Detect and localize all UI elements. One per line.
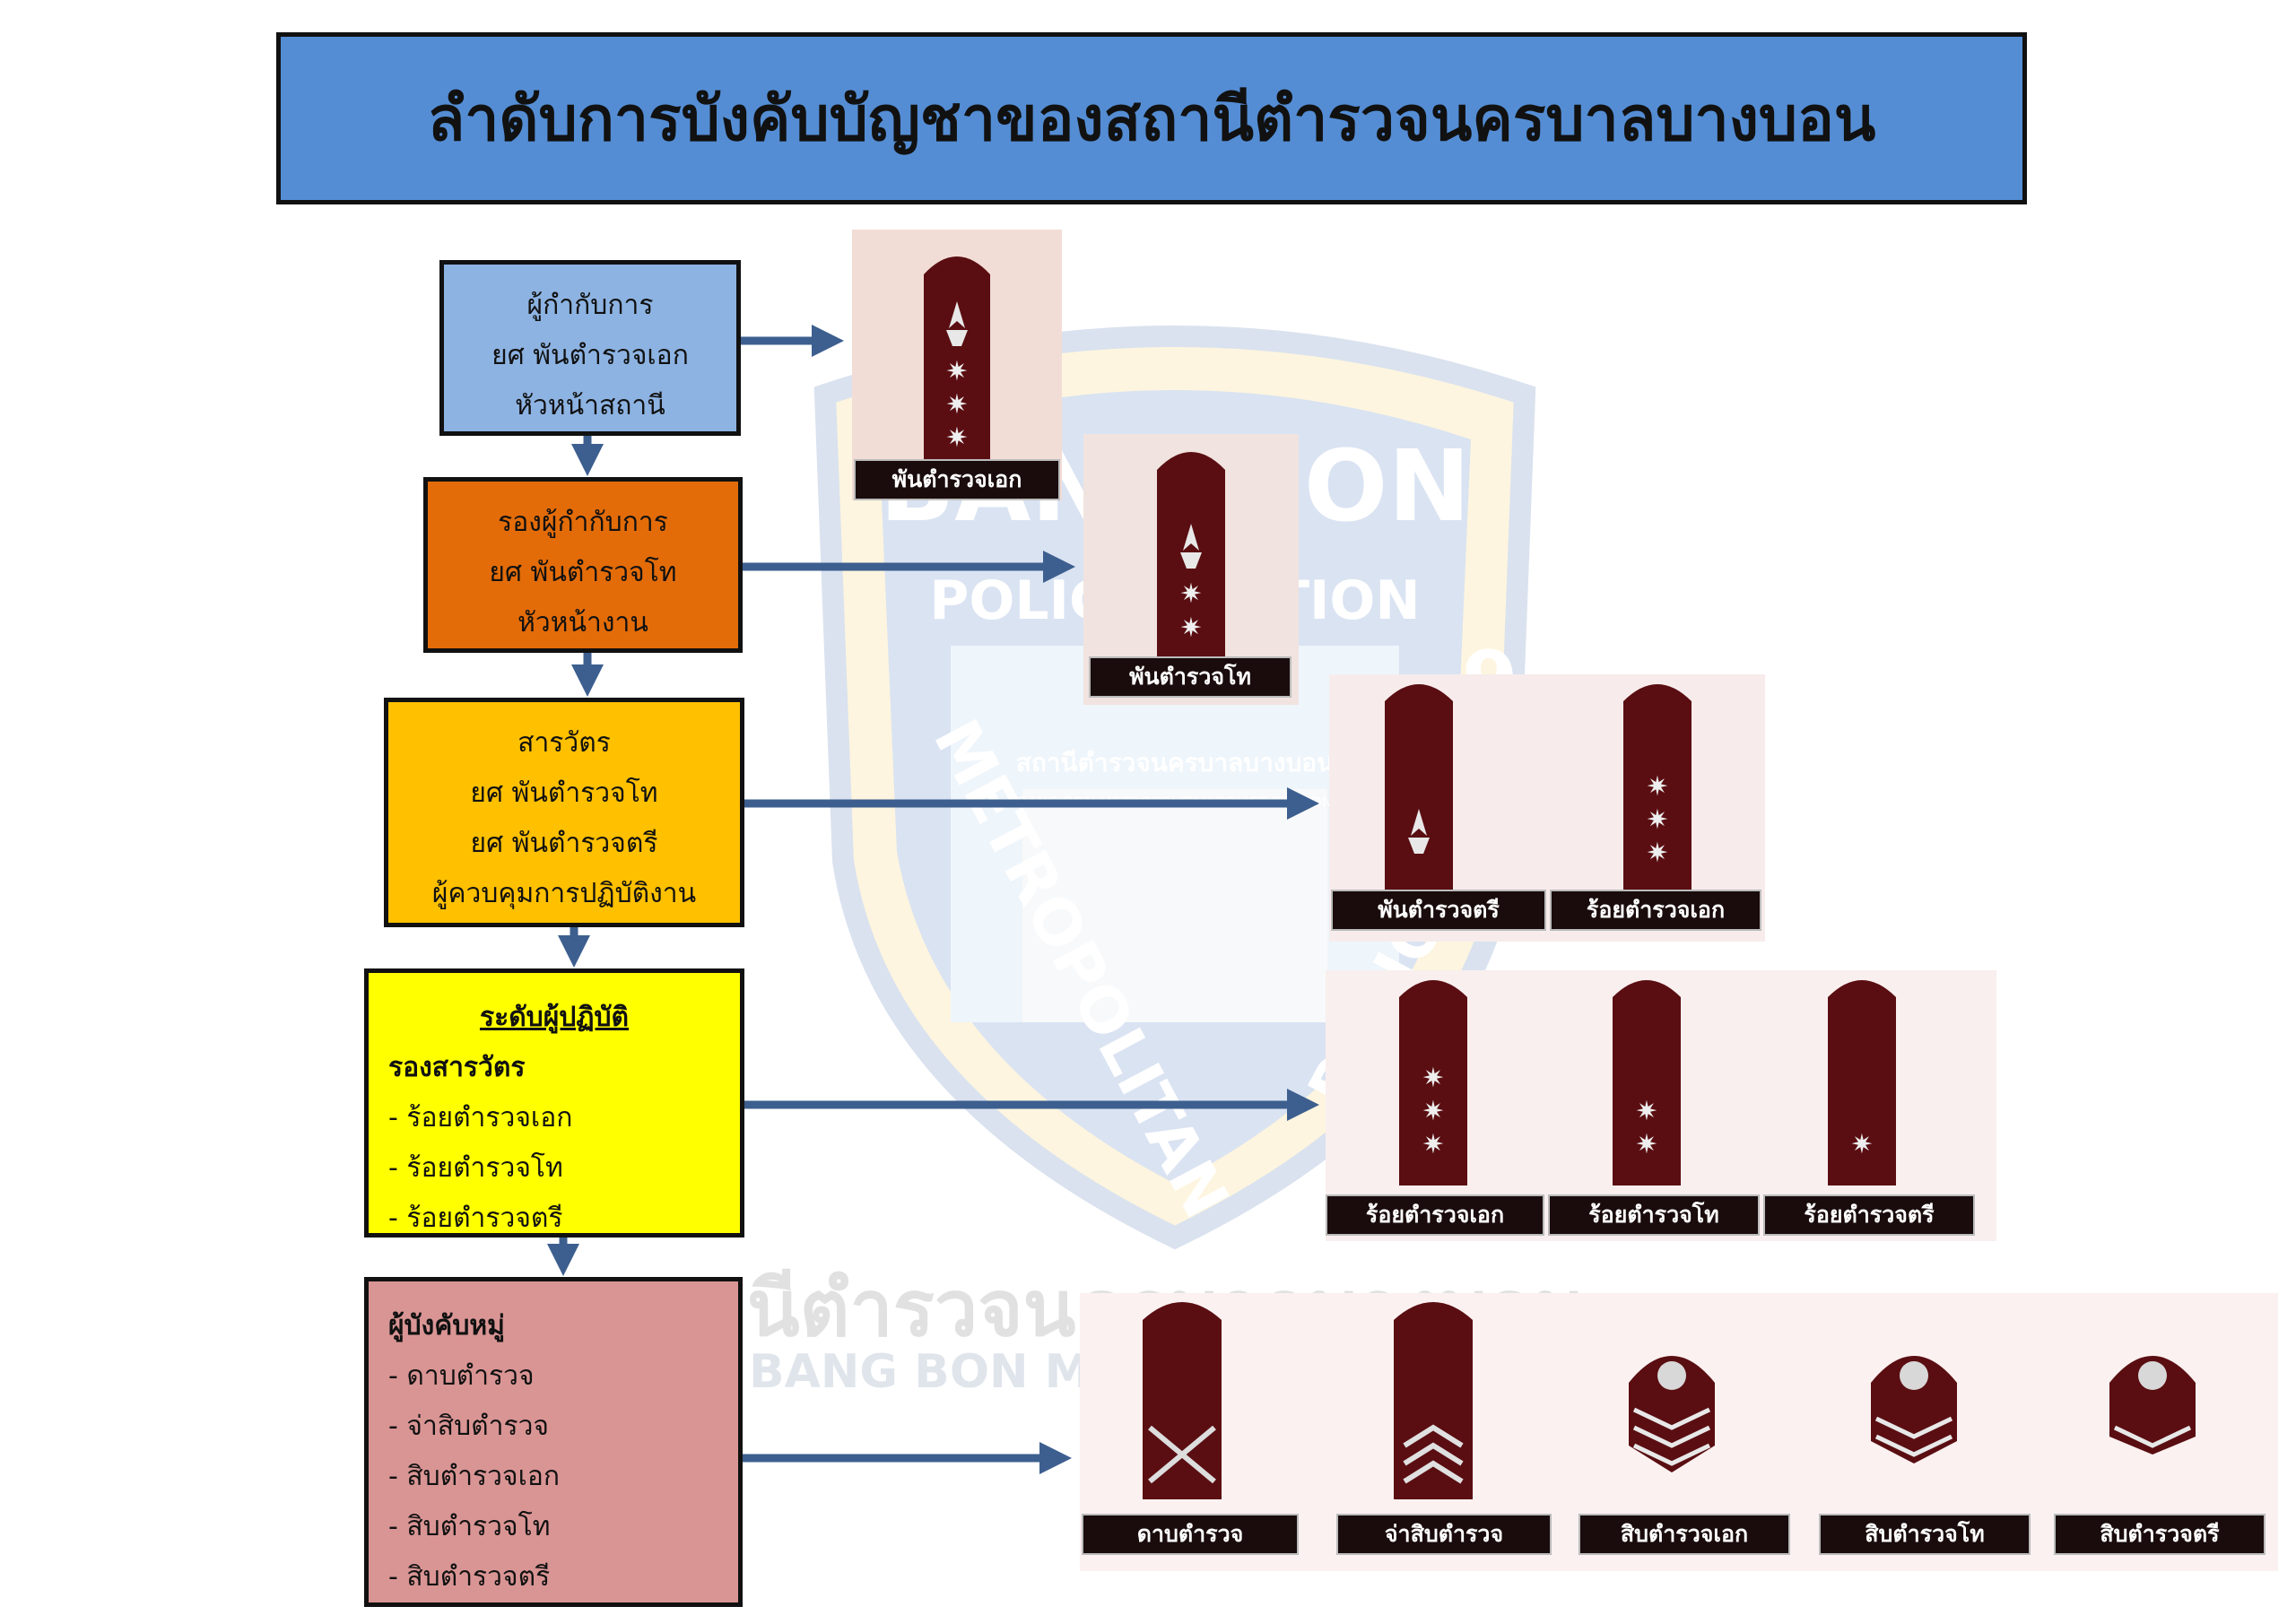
inspector-box: สารวัตร ยศ พันตำรวจโท ยศ พันตำรวจตรี ผู้… xyxy=(384,698,744,927)
deputy-role: หัวหน้างาน xyxy=(517,607,648,638)
squad-item: - สิบตำรวจตรี xyxy=(388,1561,551,1593)
insignia-label: ดาบตำรวจ xyxy=(1082,1514,1299,1555)
lance-corporal-patch-icon xyxy=(2109,1356,2196,1455)
insignia-label: ร้อยตำรวจเอก xyxy=(1550,890,1761,931)
inspector-rank-1: ยศ พันตำรวจโท xyxy=(470,777,658,809)
insignia-label: พันตำรวจเอก xyxy=(854,459,1060,500)
star-icon: ✷ xyxy=(1422,1063,1444,1094)
deputy-title: รองผู้กำกับการ xyxy=(498,507,668,538)
insignia-label: สิบตำรวจโท xyxy=(1819,1514,2031,1555)
squad-leader-box: ผู้บังคับหมู่ - ดาบตำรวจ - จ่าสิบตำรวจ -… xyxy=(364,1277,743,1607)
insignia-label: ร้อยตำรวจโท xyxy=(1548,1194,1760,1236)
operational-item: - ร้อยตำรวจโท xyxy=(388,1152,563,1184)
insignia-label: จ่าสิบตำรวจ xyxy=(1336,1514,1552,1555)
insignia-label: ร้อยตำรวจเอก xyxy=(1326,1194,1544,1236)
insignia-panel-2: ✷ ✷ พันตำรวจโท xyxy=(1083,434,1299,705)
corporal-patch-icon xyxy=(1871,1356,1957,1463)
operational-heading: ระดับผู้ปฏิบัติ xyxy=(479,1002,630,1033)
inspector-rank-2: ยศ พันตำรวจตรี xyxy=(470,828,658,859)
star-icon: ✷ xyxy=(1646,804,1668,836)
insignia-panel-3: ✷ ✷ ✷ พันตำรวจตรี ร้อยตำรวจเอก xyxy=(1329,674,1765,942)
star-icon: ✷ xyxy=(1850,1129,1873,1160)
squad-item: - สิบตำรวจเอก xyxy=(388,1461,561,1492)
insignia-panel-1: ✷ ✷ ✷ พันตำรวจเอก xyxy=(852,230,1062,500)
operational-subheading: รองสารวัตร xyxy=(388,1052,526,1083)
star-icon: ✷ xyxy=(1635,1129,1657,1160)
star-icon: ✷ xyxy=(945,389,968,421)
star-icon: ✷ xyxy=(1179,612,1202,644)
star-icon: ✷ xyxy=(1646,838,1668,869)
star-icon: ✷ xyxy=(945,356,968,387)
operational-level-box: ระดับผู้ปฏิบัติ รองสารวัตร - ร้อยตำรวจเอ… xyxy=(364,968,744,1238)
star-icon: ✷ xyxy=(1635,1096,1657,1127)
superintendent-box: ผู้กำกับการ ยศ พันตำรวจเอก หัวหน้าสถานี xyxy=(439,260,741,436)
chart-title: ลำดับการบังคับบัญชาของสถานีตำรวจนครบาลบา… xyxy=(427,84,1876,155)
chevron-icon xyxy=(1403,1424,1464,1484)
inspector-role: ผู้ควบคุมการปฏิบัติงาน xyxy=(431,878,697,909)
operational-item: - ร้อยตำรวจเอก xyxy=(388,1102,573,1133)
sergeant-major-patch-icon xyxy=(1629,1356,1715,1472)
chart-title-banner: ลำดับการบังคับบัญชาของสถานีตำรวจนครบาลบา… xyxy=(276,32,2027,204)
operational-item: - ร้อยตำรวจตรี xyxy=(388,1203,563,1234)
squad-item: - ดาบตำรวจ xyxy=(388,1360,535,1392)
insignia-label: สิบตำรวจตรี xyxy=(2054,1514,2266,1555)
insignia-panel-5: ดาบตำรวจ จ่าสิบตำรวจ สิบตำรวจเอก สิบตำรว… xyxy=(1080,1293,2278,1571)
deputy-superintendent-box: รองผู้กำกับการ ยศ พันตำรวจโท หัวหน้างาน xyxy=(423,477,743,653)
star-icon: ✷ xyxy=(945,422,968,454)
superintendent-role: หัวหน้าสถานี xyxy=(515,390,665,421)
superintendent-rank: ยศ พันตำรวจเอก xyxy=(491,340,689,371)
insignia-label: พันตำรวจโท xyxy=(1089,656,1292,698)
emblem-station-th: สถานีตำรวจนครบาลบางบอน xyxy=(1016,748,1334,777)
squad-item: - จ่าสิบตำรวจ xyxy=(388,1411,550,1442)
emblem-icon xyxy=(1408,809,1430,854)
star-icon: ✷ xyxy=(1422,1129,1444,1160)
insignia-label: ร้อยตำรวจตรี xyxy=(1763,1194,1975,1236)
insignia-panel-4: ✷ ✷ ✷ ✷ ✷ ✷ ร้อยตำรวจเอก ร้อยตำรวจโท ร้อ… xyxy=(1326,970,1996,1241)
star-icon: ✷ xyxy=(1422,1096,1444,1127)
squad-heading: ผู้บังคับหมู่ xyxy=(388,1310,505,1342)
swords-icon xyxy=(1148,1425,1216,1484)
superintendent-title: ผู้กำกับการ xyxy=(526,290,654,321)
star-icon: ✷ xyxy=(1179,578,1202,610)
emblem-icon xyxy=(946,301,968,346)
deputy-rank: ยศ พันตำรวจโท xyxy=(489,557,677,588)
squad-item: - สิบตำรวจโท xyxy=(388,1511,551,1542)
star-icon: ✷ xyxy=(1646,771,1668,803)
inspector-title: สารวัตร xyxy=(517,727,611,759)
insignia-label: สิบตำรวจเอก xyxy=(1578,1514,1790,1555)
emblem-icon xyxy=(1180,524,1202,569)
insignia-label: พันตำรวจตรี xyxy=(1331,890,1546,931)
